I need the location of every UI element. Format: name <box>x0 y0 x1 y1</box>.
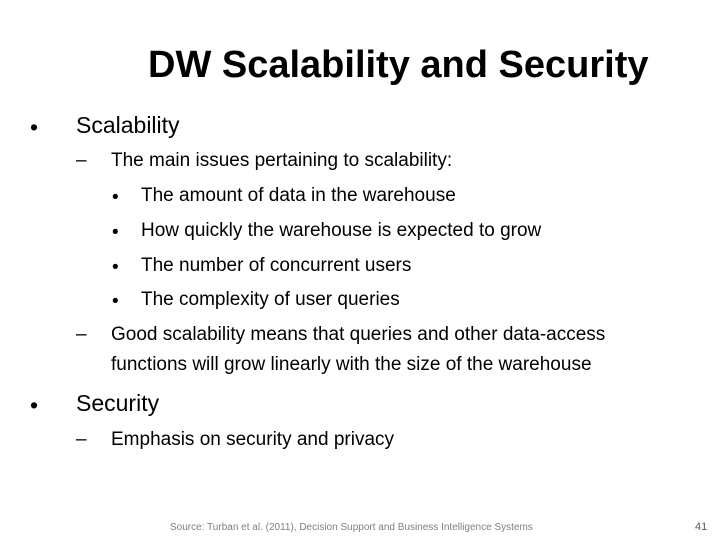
bullet-marker: • <box>112 257 119 278</box>
bullet-marker: • <box>112 291 119 312</box>
issue-item: How quickly the warehouse is expected to… <box>141 220 542 241</box>
issue-item: The number of concurrent users <box>141 255 412 276</box>
good-scalability-line2: functions will grow linearly with the si… <box>111 354 592 375</box>
security-emphasis: Emphasis on security and privacy <box>111 429 395 450</box>
bullet-marker: • <box>112 187 119 208</box>
scalability-heading: Scalability <box>76 112 180 138</box>
page-number: 41 <box>695 521 708 533</box>
bullet-marker: • <box>30 114 39 140</box>
security-heading: Security <box>76 390 160 416</box>
source-footer: Source: Turban et al. (2011), Decision S… <box>170 522 533 533</box>
dash-marker: – <box>76 150 87 171</box>
issue-item: The amount of data in the warehouse <box>141 185 456 206</box>
dash-marker: – <box>76 324 87 345</box>
slide-title: DW Scalability and Security <box>148 44 649 86</box>
dash-marker: – <box>76 429 87 450</box>
good-scalability-line1: Good scalability means that queries and … <box>111 324 606 345</box>
issue-item: The complexity of user queries <box>141 289 400 310</box>
bullet-marker: • <box>112 222 119 243</box>
scalability-intro: The main issues pertaining to scalabilit… <box>111 150 453 171</box>
bullet-marker: • <box>30 392 39 418</box>
